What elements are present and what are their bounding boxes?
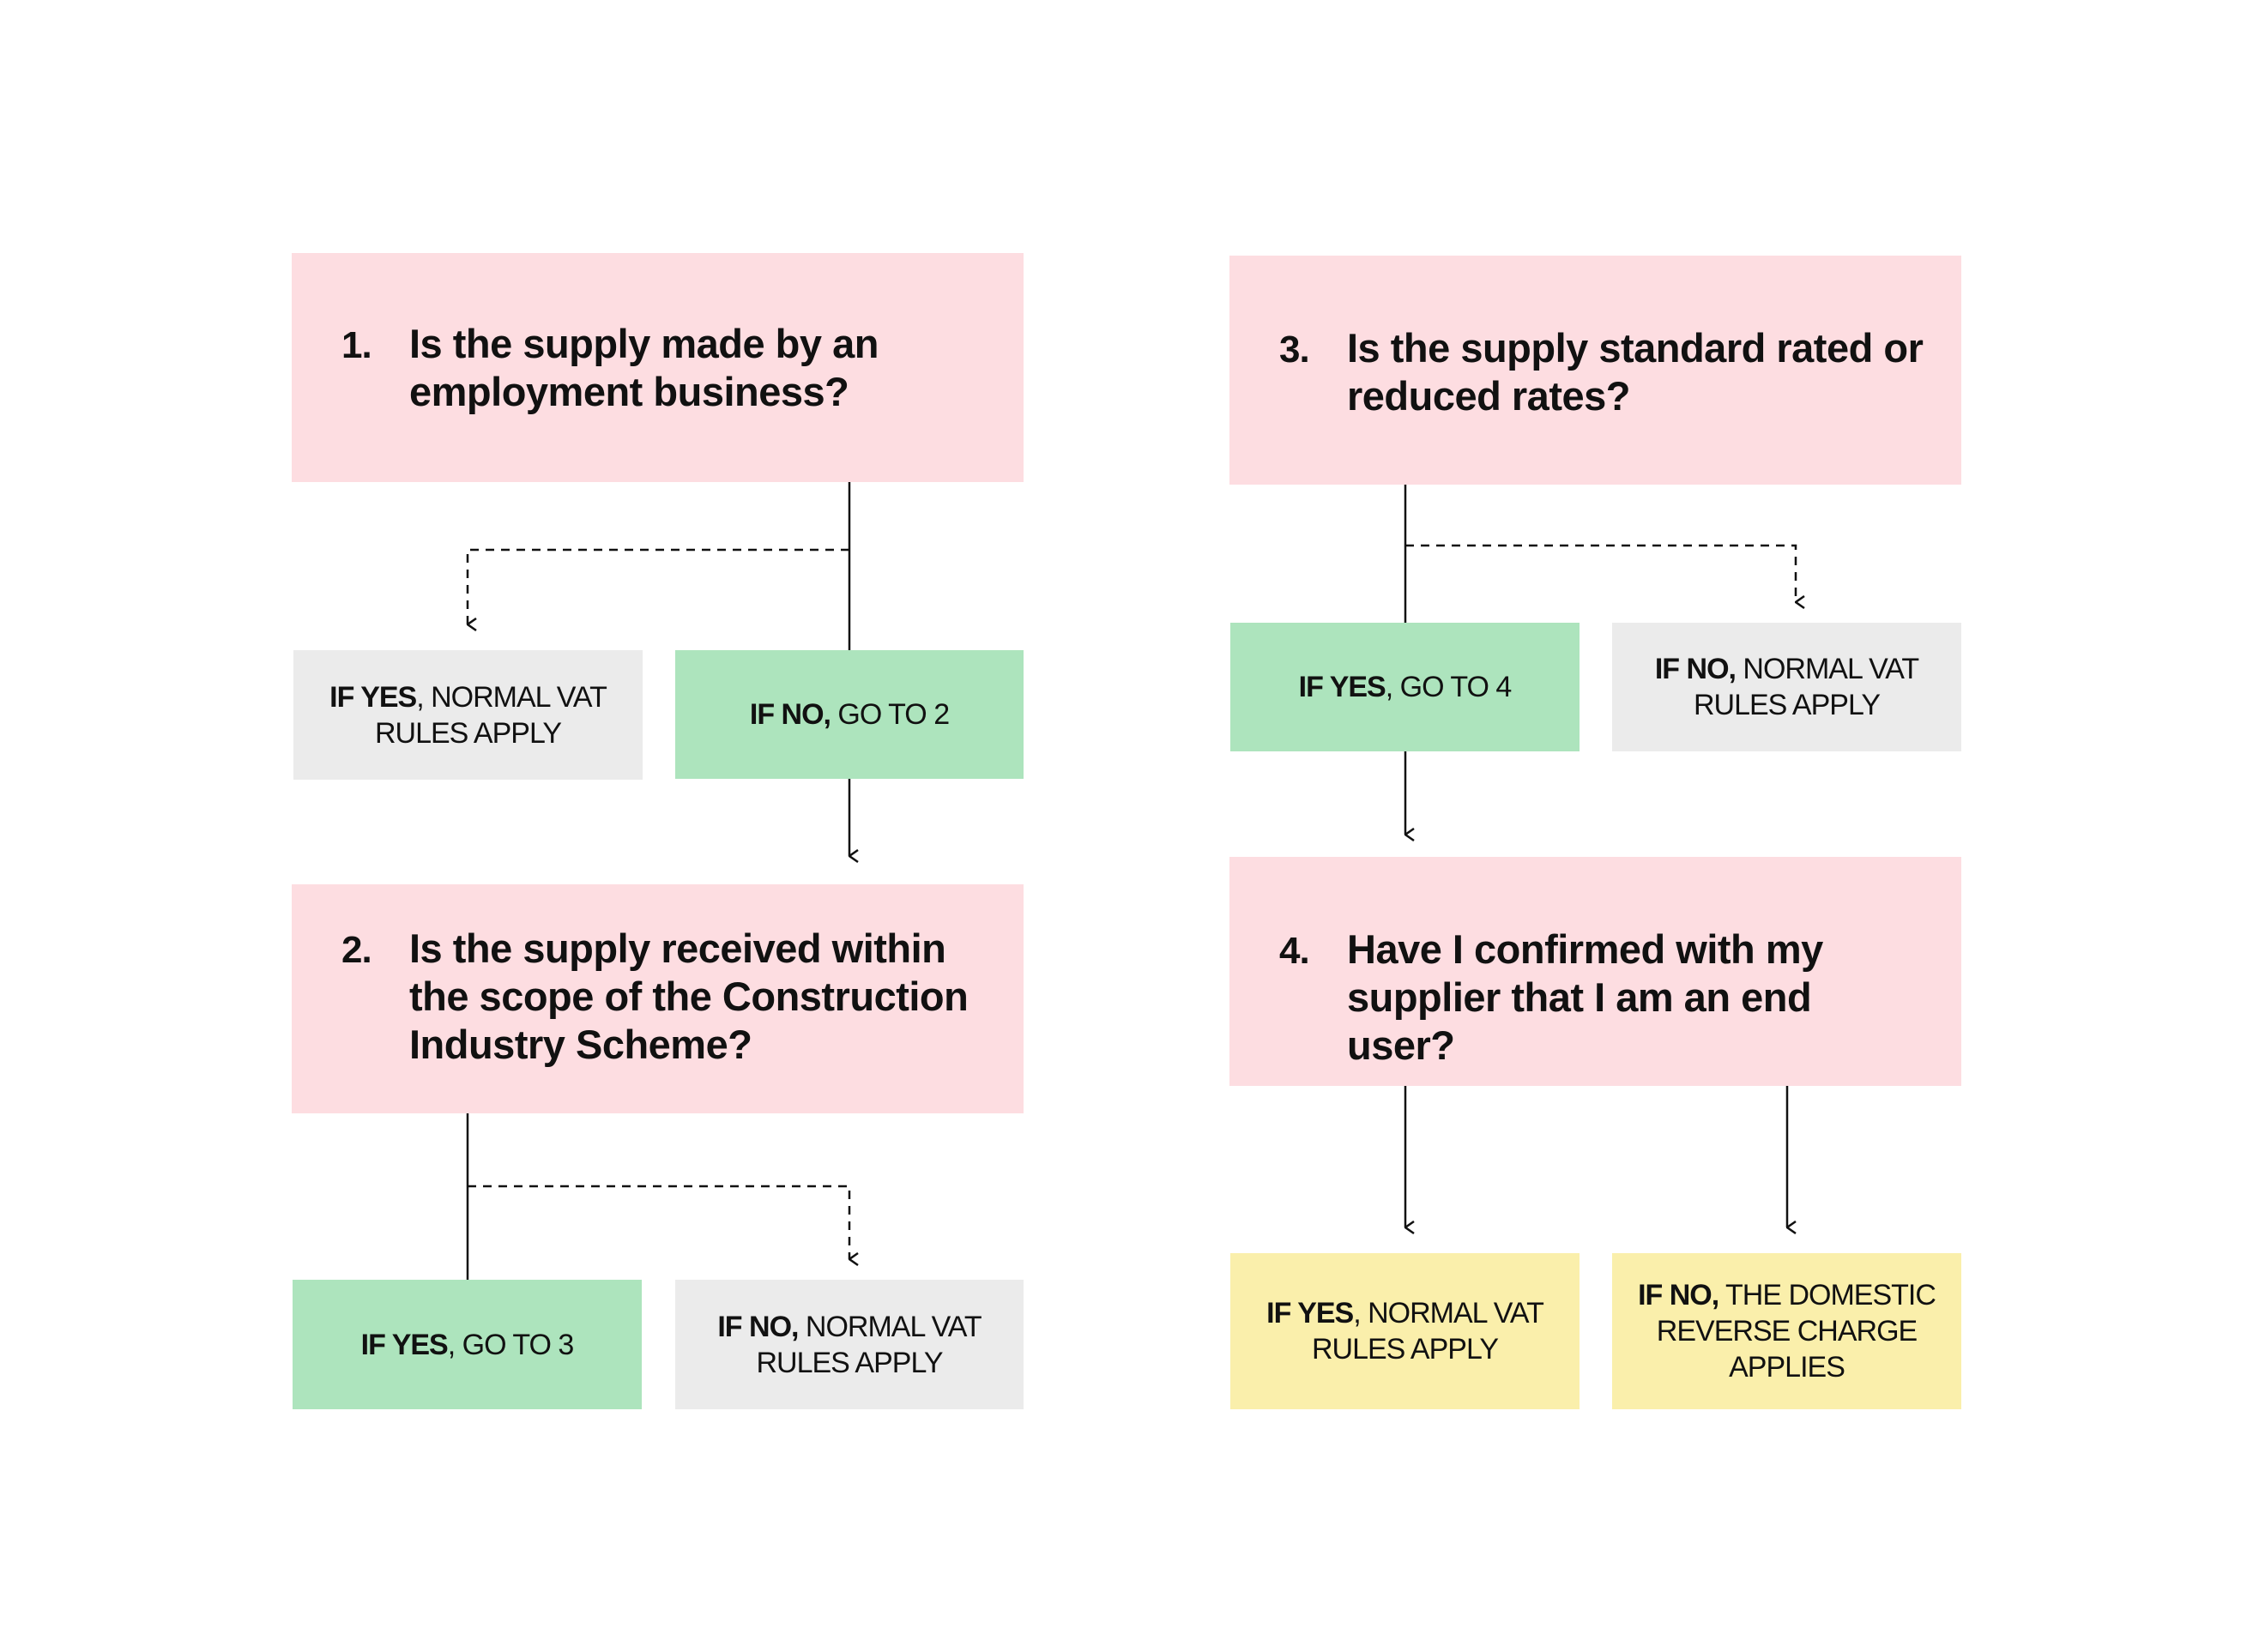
q4-no-outcome: IF NO, THE DOMESTIC REVERSE CHARGE APPLI…: [1612, 1253, 1961, 1409]
q2-yes-outcome: IF YES, GO TO 3: [293, 1280, 642, 1409]
q1-no-outcome: IF NO, GO TO 2: [675, 650, 1024, 779]
q3-dashed-arrow: [1405, 544, 1796, 602]
question-4-text: Have I confirmed with my supplier that I…: [1347, 926, 1823, 1068]
q3-yes-outcome: IF YES, GO TO 4: [1230, 623, 1580, 751]
q3-yes-result: , GO TO 4: [1385, 671, 1513, 703]
q2-yes-result: , GO TO 3: [447, 1328, 575, 1361]
q2-yes-keyword: IF YES: [360, 1328, 449, 1361]
q1-yes-outcome: IF YES, NORMAL VAT RULES APPLY: [293, 650, 643, 780]
question-4-number: 4.: [1279, 930, 1310, 972]
q4-yes-keyword: IF YES: [1266, 1297, 1354, 1329]
question-2-box: 2. Is the supply received within the sco…: [292, 884, 1024, 1113]
q3-no-result: NORMAL VAT RULES APPLY: [1693, 653, 1919, 721]
question-3-text: Is the supply standard rated or reduced …: [1347, 325, 1924, 419]
q2-dashed-arrow: [468, 1185, 849, 1259]
q2-no-outcome: IF NO, NORMAL VAT RULES APPLY: [675, 1280, 1024, 1409]
question-3-box: 3. Is the supply standard rated or reduc…: [1229, 256, 1961, 485]
q2-no-result: NORMAL VAT RULES APPLY: [756, 1310, 982, 1379]
q1-yes-keyword: IF YES: [329, 680, 417, 714]
q3-no-outcome: IF NO, NORMAL VAT RULES APPLY: [1612, 623, 1961, 751]
question-1-text: Is the supply made by an employment busi…: [409, 321, 879, 414]
question-2-number: 2.: [341, 929, 372, 971]
q1-yes-result: , NORMAL VAT RULES APPLY: [374, 680, 607, 750]
q2-no-keyword: IF NO,: [717, 1310, 799, 1343]
q4-no-keyword: IF NO,: [1638, 1279, 1719, 1311]
question-1-box: 1. Is the supply made by an employment b…: [292, 253, 1024, 482]
q4-yes-outcome: IF YES, NORMAL VAT RULES APPLY: [1230, 1253, 1580, 1409]
question-1-number: 1.: [341, 324, 372, 366]
q1-dashed-arrow: [466, 548, 849, 624]
question-3-number: 3.: [1279, 329, 1310, 371]
question-4-box: 4. Have I confirmed with my supplier tha…: [1229, 857, 1961, 1086]
question-2-text: Is the supply received within the scope …: [409, 925, 969, 1067]
q3-no-keyword: IF NO,: [1654, 653, 1737, 685]
q1-no-result: GO TO 2: [830, 698, 950, 731]
q4-yes-result: , NORMAL VAT RULES APPLY: [1311, 1297, 1544, 1366]
q3-yes-keyword: IF YES: [1298, 671, 1386, 703]
q4-no-result: THE DOMESTIC REVERSE CHARGE APPLIES: [1656, 1279, 1936, 1384]
q1-no-keyword: IF NO,: [749, 698, 831, 731]
